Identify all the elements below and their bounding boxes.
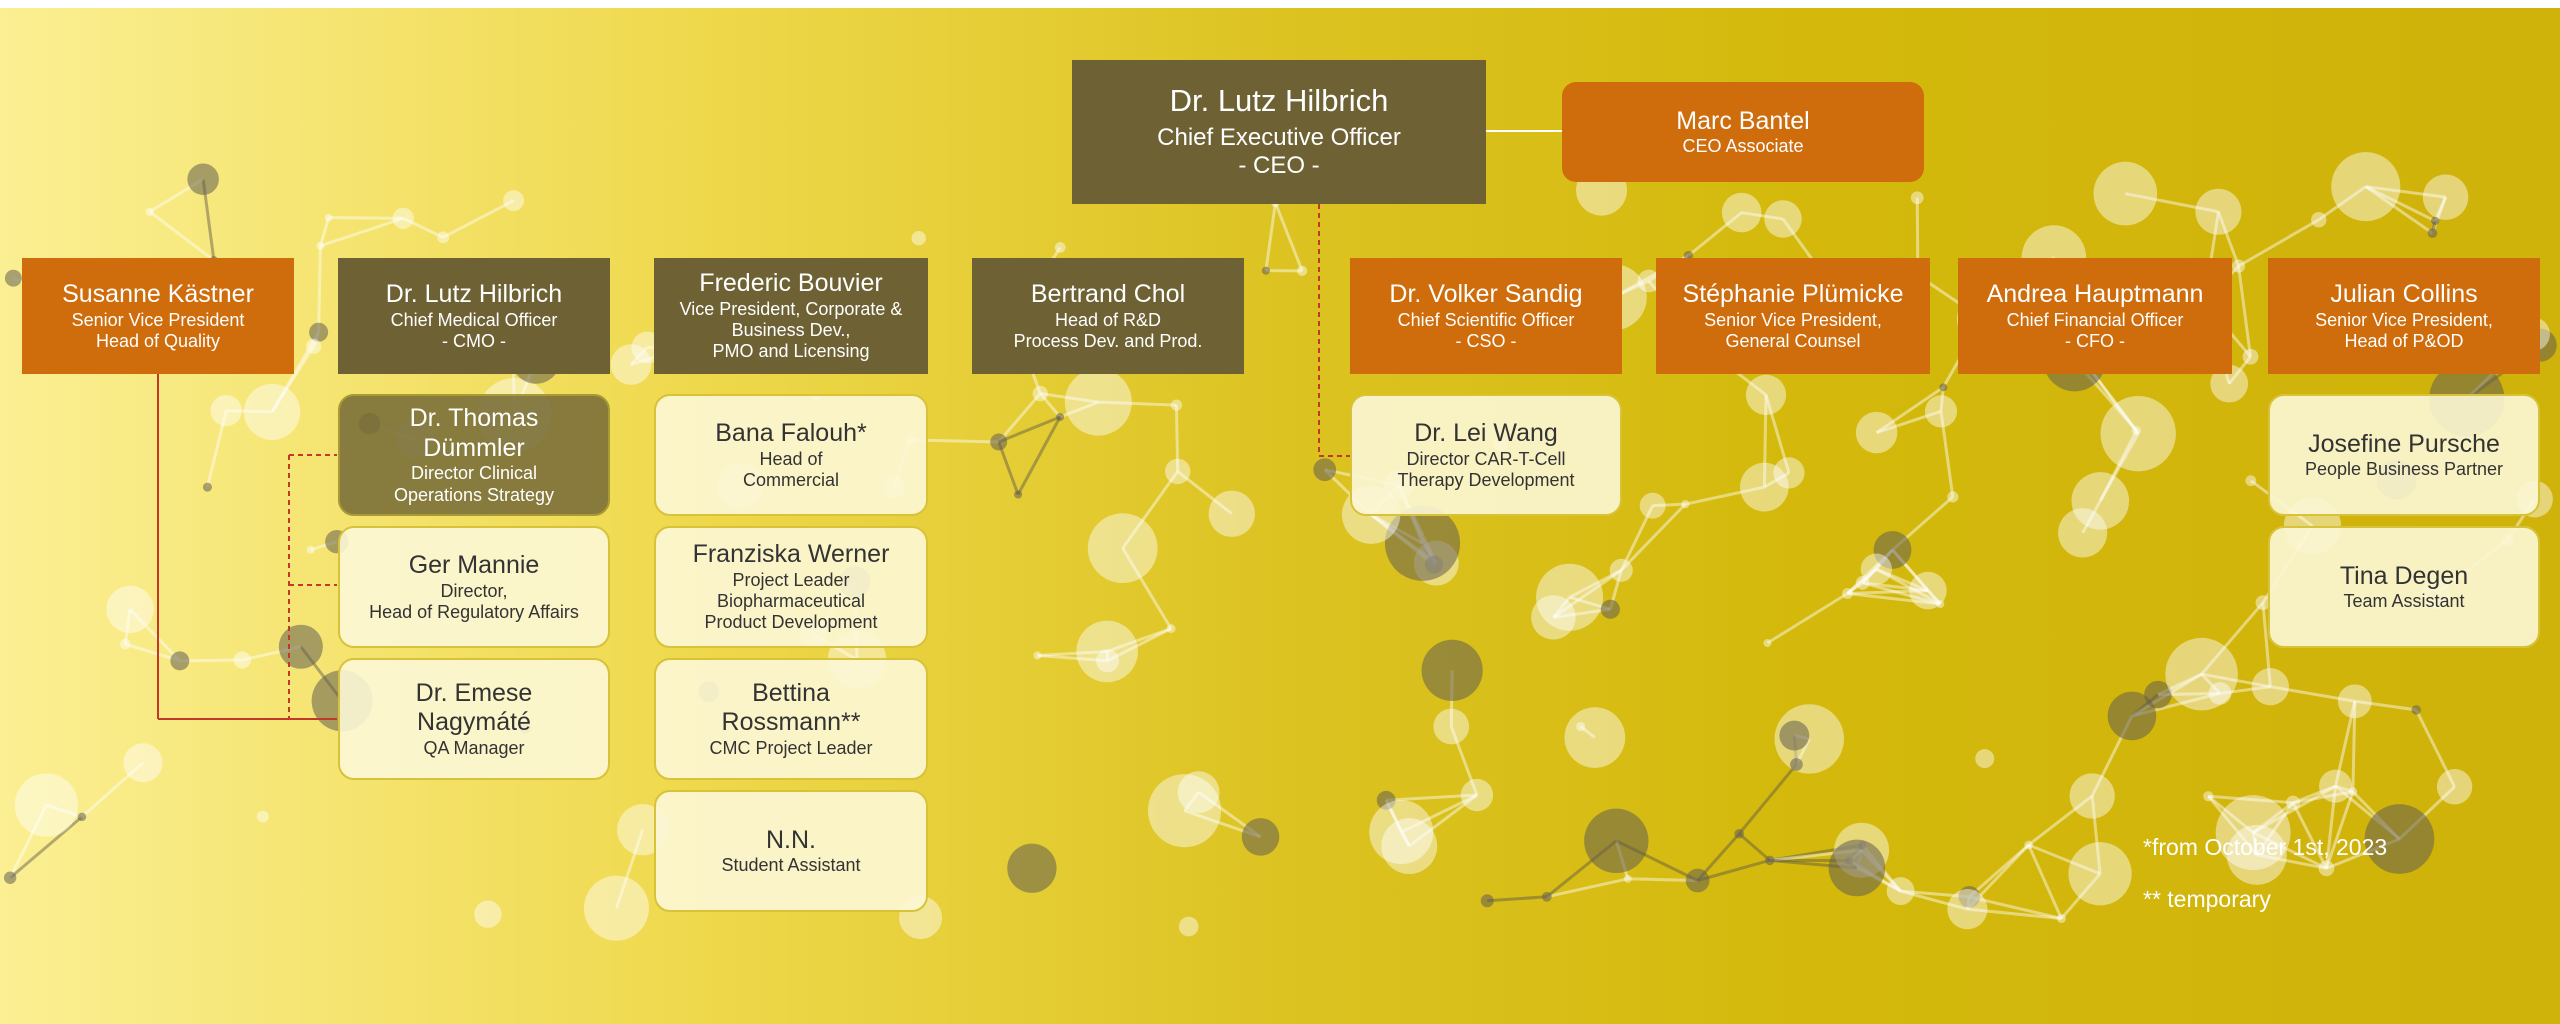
head-name: Frederic Bouvier bbox=[699, 269, 883, 298]
staff-role: Head of Regulatory Affairs bbox=[369, 601, 579, 622]
staff-name: Dr. Lei Wang bbox=[1414, 419, 1558, 448]
head-box-rnd: Bertrand Chol Head of R&D Process Dev. a… bbox=[972, 258, 1244, 374]
ceo-abbrev: - CEO - bbox=[1238, 152, 1320, 180]
staff-name: Tina Degen bbox=[2339, 561, 2469, 590]
footnote-start-date: *from October 1st, 2023 bbox=[2143, 834, 2388, 860]
ceo-box: Dr. Lutz Hilbrich Chief Executive Office… bbox=[1072, 60, 1486, 204]
head-role: Chief Financial Officer bbox=[2006, 309, 2184, 330]
staff-name: Bana Falouh* bbox=[715, 419, 867, 448]
staff-box-clinical-operations: Dr. Thomas Dümmler Director Clinical Ope… bbox=[338, 394, 610, 516]
staff-role: Director CAR-T-Cell bbox=[1406, 448, 1566, 469]
footnote-temporary: ** temporary bbox=[2143, 886, 2271, 912]
head-box-general-counsel: Stéphanie Plümicke Senior Vice President… bbox=[1656, 258, 1930, 374]
staff-role: Biopharmaceutical bbox=[716, 591, 866, 612]
staff-role: Team Assistant bbox=[2343, 591, 2465, 612]
staff-box-qa-manager: Dr. Emese Nagymáté QA Manager bbox=[338, 658, 610, 780]
org-connectors bbox=[157, 130, 1562, 720]
ceo-name: Dr. Lutz Hilbrich bbox=[1169, 83, 1389, 119]
head-role: Head of P&OD bbox=[2344, 330, 2464, 351]
staff-role: People Business Partner bbox=[2304, 459, 2504, 480]
staff-name: Josefine Pursche bbox=[2308, 429, 2500, 458]
staff-role: Director, bbox=[440, 580, 508, 601]
staff-role: Product Development bbox=[704, 612, 878, 633]
staff-box-people-business-partner: Josefine Pursche People Business Partner bbox=[2268, 394, 2540, 516]
staff-name: Dr. Thomas bbox=[409, 404, 539, 433]
head-role: - CMO - bbox=[442, 330, 506, 351]
staff-box-car-t-cell: Dr. Lei Wang Director CAR-T-Cell Therapy… bbox=[1350, 394, 1622, 516]
head-role: Business Dev., bbox=[731, 320, 851, 341]
head-role: Chief Scientific Officer bbox=[1397, 309, 1575, 330]
head-name: Andrea Hauptmann bbox=[1986, 280, 2204, 309]
staff-role: Director Clinical bbox=[410, 463, 538, 484]
head-role: Vice President, Corporate & bbox=[679, 298, 903, 319]
head-role: Head of R&D bbox=[1054, 309, 1162, 330]
head-name: Julian Collins bbox=[2330, 280, 2478, 309]
ceo-role: Chief Executive Officer bbox=[1157, 123, 1401, 151]
staff-role: CMC Project Leader bbox=[709, 737, 873, 758]
head-box-cso: Dr. Volker Sandig Chief Scientific Offic… bbox=[1350, 258, 1622, 374]
staff-name: Bettina bbox=[752, 678, 830, 707]
org-chart-slide: Dr. Lutz Hilbrich Chief Executive Office… bbox=[0, 8, 2560, 1024]
head-name: Dr. Lutz Hilbrich bbox=[385, 280, 563, 309]
head-box-cmo: Dr. Lutz Hilbrich Chief Medical Officer … bbox=[338, 258, 610, 374]
staff-box-product-development: Franziska Werner Project Leader Biopharm… bbox=[654, 526, 928, 648]
head-name: Dr. Volker Sandig bbox=[1389, 280, 1583, 309]
head-name: Stéphanie Plümicke bbox=[1682, 280, 1904, 309]
head-role: Chief Medical Officer bbox=[390, 309, 558, 330]
ceo-associate-box: Marc Bantel CEO Associate bbox=[1562, 82, 1924, 182]
staff-role: QA Manager bbox=[423, 737, 525, 758]
head-box-quality: Susanne Kästner Senior Vice President He… bbox=[22, 258, 294, 374]
ceo-associate-name: Marc Bantel bbox=[1676, 106, 1810, 135]
head-name: Bertrand Chol bbox=[1030, 280, 1186, 309]
staff-name: Rossmann** bbox=[721, 708, 861, 737]
staff-name: Ger Mannie bbox=[408, 551, 540, 580]
staff-role: Commercial bbox=[742, 469, 839, 490]
head-box-corporate-development: Frederic Bouvier Vice President, Corpora… bbox=[654, 258, 928, 374]
staff-role: Therapy Development bbox=[1397, 469, 1575, 490]
head-role: Head of Quality bbox=[95, 330, 221, 351]
staff-role: Operations Strategy bbox=[393, 484, 555, 505]
head-role: General Counsel bbox=[1725, 330, 1861, 351]
head-role: PMO and Licensing bbox=[712, 341, 870, 362]
staff-name: Dr. Emese bbox=[415, 678, 533, 707]
staff-box-student-assistant: N.N. Student Assistant bbox=[654, 790, 928, 912]
head-name: Susanne Kästner bbox=[62, 280, 254, 309]
ceo-associate-role: CEO Associate bbox=[1682, 136, 1804, 157]
staff-box-team-assistant: Tina Degen Team Assistant bbox=[2268, 526, 2540, 648]
staff-name: Franziska Werner bbox=[692, 540, 890, 569]
head-role: - CFO - bbox=[2065, 330, 2125, 351]
staff-box-regulatory-affairs: Ger Mannie Director, Head of Regulatory … bbox=[338, 526, 610, 648]
staff-name: Dümmler bbox=[423, 433, 525, 462]
staff-role: Student Assistant bbox=[721, 855, 861, 876]
head-role: Senior Vice President bbox=[71, 309, 245, 330]
staff-name: N.N. bbox=[766, 825, 816, 854]
head-role: Process Dev. and Prod. bbox=[1013, 330, 1203, 351]
staff-role: Head of bbox=[759, 448, 823, 469]
staff-box-commercial: Bana Falouh* Head of Commercial bbox=[654, 394, 928, 516]
head-box-pod: Julian Collins Senior Vice President, He… bbox=[2268, 258, 2540, 374]
head-role: Senior Vice President, bbox=[1704, 309, 1882, 330]
head-box-cfo: Andrea Hauptmann Chief Financial Officer… bbox=[1958, 258, 2232, 374]
staff-role: Project Leader bbox=[732, 569, 850, 590]
head-role: Senior Vice President, bbox=[2315, 309, 2493, 330]
staff-name: Nagymáté bbox=[417, 708, 531, 737]
head-role: - CSO - bbox=[1455, 330, 1517, 351]
staff-box-cmc-project: Bettina Rossmann** CMC Project Leader bbox=[654, 658, 928, 780]
